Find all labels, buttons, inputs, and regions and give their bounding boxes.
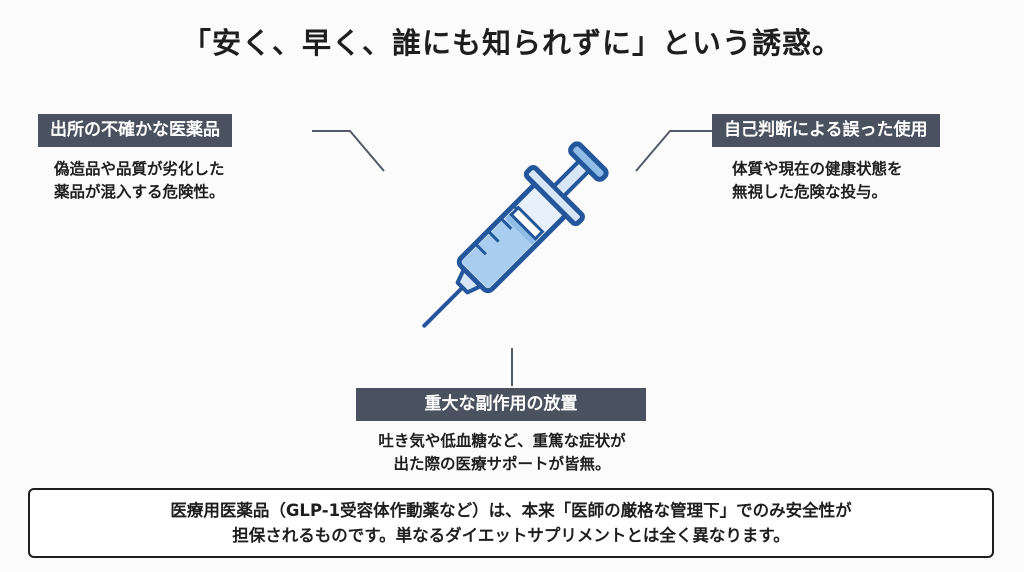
risk-desc-left: 偽造品や品質が劣化した 薬品が混入する危険性。 [54, 158, 225, 204]
syringe-icon [422, 141, 609, 328]
disclaimer-box: 医療用医薬品（GLP-1受容体作動薬など）は、本来「医師の厳格な管理下」でのみ安… [28, 488, 994, 558]
risk-desc-right-line: 体質や現在の健康状態を [732, 160, 903, 178]
disclaimer-line: 医療用医薬品（GLP-1受容体作動薬など）は、本来「医師の厳格な管理下」でのみ安… [170, 501, 852, 520]
risk-desc-bottom: 吐き気や低血糖など、重篤な症状が 出た際の医療サポートが皆無。 [352, 430, 652, 476]
risk-label-left: 出所の不確かな医薬品 [38, 114, 232, 147]
risk-desc-bottom-line: 出た際の医療サポートが皆無。 [393, 455, 611, 473]
risk-desc-right: 体質や現在の健康状態を 無視した危険な投与。 [732, 158, 903, 204]
page-title: 「安く、早く、誰にも知られずに」という誘惑。 [181, 26, 842, 60]
risk-desc-bottom-line: 吐き気や低血糖など、重篤な症状が [378, 432, 626, 450]
risk-label-bottom: 重大な副作用の放置 [356, 388, 646, 421]
disclaimer-line: 担保されるものです。単なるダイエットサプリメントとは全く異なります。 [232, 526, 790, 545]
risk-desc-left-line: 薬品が混入する危険性。 [54, 183, 225, 201]
risk-desc-right-line: 無視した危険な投与。 [732, 183, 888, 201]
connector-right [635, 130, 712, 172]
risk-label-right: 自己判断による誤った使用 [712, 114, 940, 147]
connector-left [312, 130, 385, 172]
risk-desc-left-line: 偽造品や品質が劣化した [54, 160, 225, 178]
